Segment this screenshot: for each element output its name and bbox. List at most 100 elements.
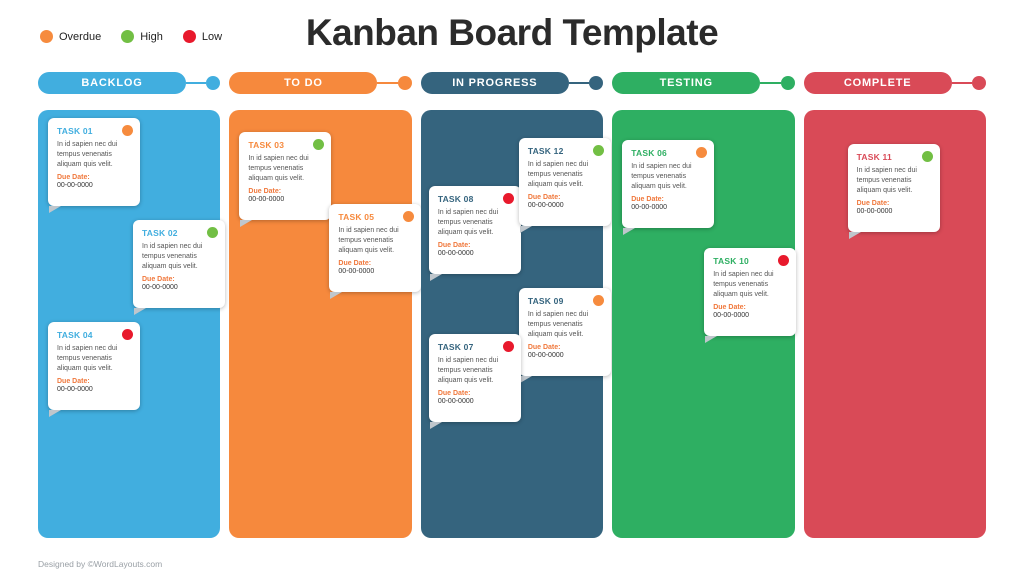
priority-dot xyxy=(122,329,133,340)
column-body: TASK 01 In id sapien nec dui tempus vene… xyxy=(38,110,225,538)
legend-label: Low xyxy=(201,30,223,43)
priority-dot xyxy=(122,125,133,136)
due-date-value: 00-00-0000 xyxy=(713,312,750,320)
task-description: In id sapien nec dui tempus venenatis al… xyxy=(856,167,917,194)
due-date-label: Due Date: xyxy=(57,378,90,386)
legend-item-high: High xyxy=(121,30,163,43)
overdue-dot-icon xyxy=(40,30,53,43)
due-date-value: 00-00-0000 xyxy=(856,208,893,216)
task-card[interactable]: TASK 02 In id sapien nec dui tempus vene… xyxy=(133,220,225,315)
due-date-label: Due Date: xyxy=(57,174,90,182)
due-date-value: 00-00-0000 xyxy=(248,196,285,204)
task-description: In id sapien nec dui tempus venenatis al… xyxy=(142,243,203,270)
due-date-value: 00-00-0000 xyxy=(142,284,178,292)
due-date-value: 00-00-0000 xyxy=(57,182,93,190)
due-date-value: 00-00-0000 xyxy=(338,268,375,276)
task-card[interactable]: TASK 03 In id sapien nec dui tempus vene… xyxy=(239,132,332,227)
due-date-label: Due Date: xyxy=(437,390,471,398)
task-card[interactable]: TASK 04 In id sapien nec dui tempus vene… xyxy=(48,322,140,417)
due-date-value: 00-00-0000 xyxy=(437,250,474,258)
task-title: TASK 09 xyxy=(527,296,564,306)
task-card[interactable]: TASK 08 In id sapien nec dui tempus vene… xyxy=(428,186,521,281)
due-date-value: 00-00-0000 xyxy=(527,202,564,210)
task-card[interactable]: TASK 11 In id sapien nec dui tempus vene… xyxy=(847,144,940,239)
task-title: TASK 11 xyxy=(856,152,892,162)
connector-node-icon xyxy=(206,76,221,90)
task-title: TASK 02 xyxy=(142,228,178,238)
page-title: Kanban Board Template xyxy=(305,12,719,53)
task-title: TASK 10 xyxy=(713,256,749,266)
task-description: In id sapien nec dui tempus venenatis al… xyxy=(527,161,589,188)
column-title-pill: IN PROGRESS xyxy=(420,72,569,94)
column-title-pill: TESTING xyxy=(612,72,761,94)
priority-dot xyxy=(592,295,604,306)
priority-dot xyxy=(592,145,604,156)
task-description: In id sapien nec dui tempus venenatis al… xyxy=(57,141,118,168)
task-title: TASK 08 xyxy=(437,194,474,204)
column-title-pill: TO DO xyxy=(229,72,378,94)
column-header: COMPLETE xyxy=(803,72,987,94)
due-date-value: 00-00-0000 xyxy=(437,398,474,406)
task-card[interactable]: TASK 06 In id sapien nec dui tempus vene… xyxy=(622,140,715,235)
due-date-value: 00-00-0000 xyxy=(631,204,668,212)
column-body: TASK 08 In id sapien nec dui tempus vene… xyxy=(420,110,611,538)
column-title-pill: COMPLETE xyxy=(803,72,952,94)
column-body: TASK 11 In id sapien nec dui tempus vene… xyxy=(803,110,987,538)
connector-line xyxy=(568,82,590,84)
credit-text: Designed by ©WordLayouts.com xyxy=(38,559,163,569)
task-title: TASK 04 xyxy=(57,330,93,340)
priority-dot xyxy=(207,227,218,238)
due-date-label: Due Date: xyxy=(437,242,471,250)
task-description: In id sapien nec dui tempus venenatis al… xyxy=(437,209,499,236)
priority-dot xyxy=(502,341,514,352)
priority-dot xyxy=(921,151,933,162)
due-date-value: 00-00-0000 xyxy=(57,386,93,394)
priority-dot xyxy=(502,193,514,204)
due-date-label: Due Date: xyxy=(856,200,890,208)
task-card[interactable]: TASK 07 In id sapien nec dui tempus vene… xyxy=(428,334,521,429)
priority-dot xyxy=(778,255,790,266)
connector-node-icon xyxy=(780,76,795,90)
task-title: TASK 05 xyxy=(338,212,375,222)
connector-line xyxy=(760,82,781,84)
connector-node-icon xyxy=(972,76,987,90)
task-card[interactable]: TASK 12 In id sapien nec dui tempus vene… xyxy=(518,138,611,233)
task-card[interactable]: TASK 05 In id sapien nec dui tempus vene… xyxy=(329,204,422,299)
column-complete: COMPLETE TASK 11 In id sapien nec dui te… xyxy=(803,72,987,538)
due-date-label: Due Date: xyxy=(631,196,664,204)
connector-node-icon xyxy=(589,76,604,90)
task-title: TASK 03 xyxy=(248,140,285,150)
column-title-pill: BACKLOG xyxy=(38,72,186,94)
task-title: TASK 07 xyxy=(437,342,474,352)
due-date-label: Due Date: xyxy=(527,344,561,352)
legend-label: Overdue xyxy=(59,30,102,43)
low-dot-icon xyxy=(182,30,196,43)
connector-line xyxy=(377,82,398,84)
task-card[interactable]: TASK 09 In id sapien nec dui tempus vene… xyxy=(518,288,611,383)
task-card[interactable]: TASK 01 In id sapien nec dui tempus vene… xyxy=(48,118,140,213)
column-header: BACKLOG xyxy=(38,72,221,94)
kanban-board: BACKLOG TASK 01 In id sapien nec dui tem… xyxy=(38,72,987,538)
legend-item-overdue: Overdue xyxy=(40,30,101,43)
task-description: In id sapien nec dui tempus venenatis al… xyxy=(527,311,589,338)
task-description: In id sapien nec dui tempus venenatis al… xyxy=(631,163,692,190)
due-date-label: Due Date: xyxy=(338,260,372,268)
due-date-label: Due Date: xyxy=(248,188,282,196)
task-description: In id sapien nec dui tempus venenatis al… xyxy=(713,271,774,298)
task-card[interactable]: TASK 10 In id sapien nec dui tempus vene… xyxy=(704,248,797,343)
task-title: TASK 06 xyxy=(631,148,667,158)
legend-label: High xyxy=(140,30,163,43)
column-header: TO DO xyxy=(229,72,412,94)
column-body: TASK 06 In id sapien nec dui tempus vene… xyxy=(612,110,797,538)
column-in-progress: IN PROGRESS TASK 08 In id sapien nec dui… xyxy=(420,72,611,538)
due-date-label: Due Date: xyxy=(142,276,175,284)
column-header: TESTING xyxy=(612,72,795,94)
task-description: In id sapien nec dui tempus venenatis al… xyxy=(338,227,399,254)
column-todo: TO DO TASK 03 In id sapien nec dui tempu… xyxy=(229,72,422,538)
task-description: In id sapien nec dui tempus venenatis al… xyxy=(248,155,309,182)
priority-legend: Overdue High Low xyxy=(40,30,222,43)
priority-dot xyxy=(403,211,415,222)
task-title: TASK 01 xyxy=(57,126,93,136)
due-date-label: Due Date: xyxy=(527,194,561,202)
